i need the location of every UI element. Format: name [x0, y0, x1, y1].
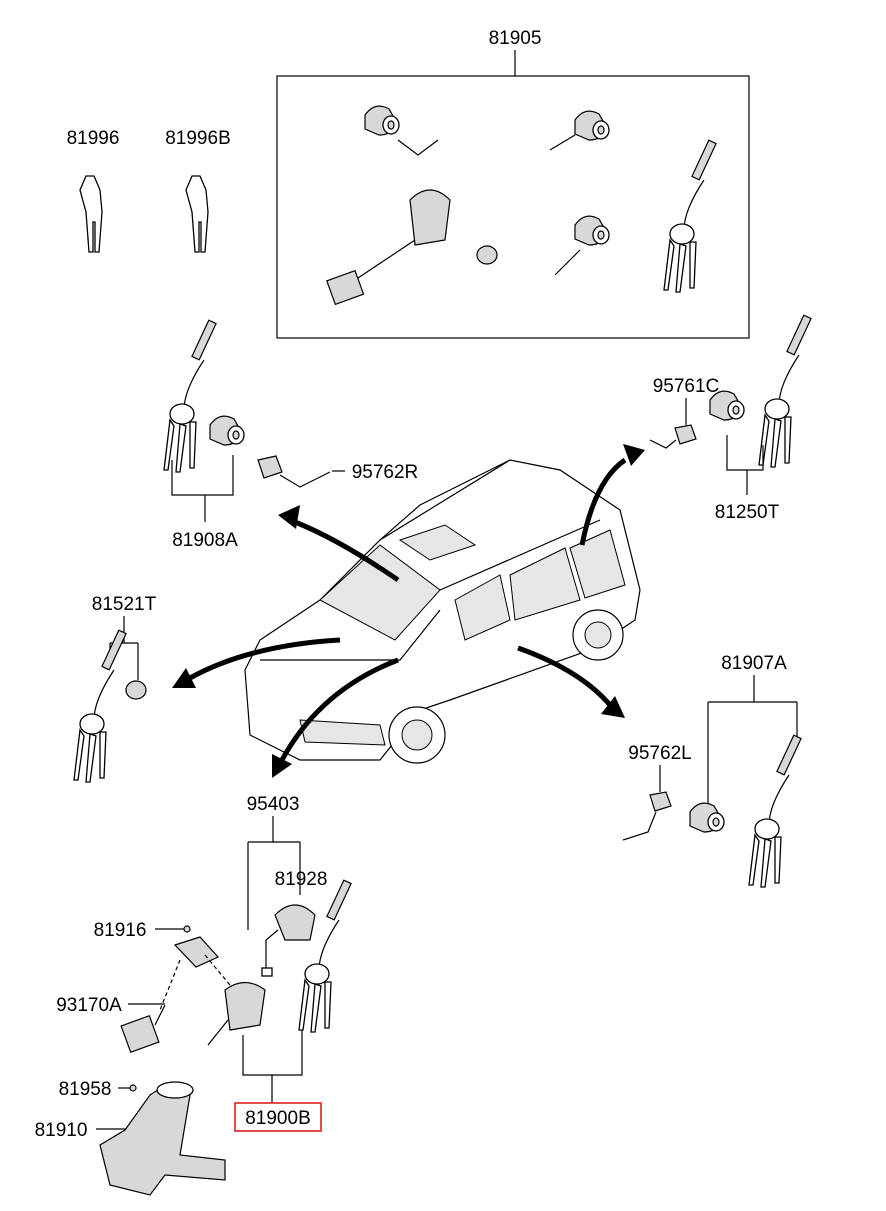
key-icon [79, 175, 103, 253]
key-set-icon [73, 629, 127, 783]
door-lock-cylinder-icon [209, 415, 245, 446]
steering-lock-body-icon [99, 1086, 226, 1196]
assembly-81900B: 95403 81928 81900B 81916 93170A 81958 81… [35, 794, 352, 1196]
part-label-81928[interactable]: 81928 [275, 869, 328, 890]
door-lock-cylinder-icon [574, 215, 610, 246]
key-set-icon [298, 879, 352, 1033]
part-label-81958[interactable]: 81958 [59, 1079, 112, 1100]
key-set-icon [758, 314, 812, 468]
part-label-81521T[interactable]: 81521T [92, 594, 157, 615]
assembly-81907A: 81907A 95762L [622, 653, 802, 888]
part-label-81996B[interactable]: 81996B [165, 128, 231, 149]
remote-key-icon [185, 175, 209, 253]
key-81996B: 81996B [165, 128, 231, 253]
location-arrows [172, 444, 645, 778]
assembly-81908A: 81908A 95762R [163, 319, 419, 551]
screw-icon [183, 925, 191, 933]
trunk-lock-cylinder-icon [574, 110, 610, 141]
door-lock-cylinder-icon [689, 802, 725, 833]
connector-icon [120, 1014, 160, 1054]
part-label-81908A[interactable]: 81908A [172, 530, 238, 551]
door-lock-cylinder-icon [709, 390, 745, 421]
part-label-95403[interactable]: 95403 [247, 794, 300, 815]
part-label-81905[interactable]: 81905 [489, 28, 542, 49]
part-label-81250T[interactable]: 81250T [715, 502, 780, 523]
ignition-lock-icon [409, 189, 451, 246]
part-label-93170A[interactable]: 93170A [56, 995, 122, 1016]
assembly-81250T: 95761C 81250T [649, 314, 812, 523]
kit-81905: 81905 [276, 28, 750, 339]
grommet-icon [476, 245, 498, 265]
key-set-icon [663, 139, 717, 293]
highlight-box [234, 1102, 322, 1132]
vehicle-illustration [244, 459, 641, 764]
grommet-icon [125, 680, 147, 700]
part-label-81916[interactable]: 81916 [94, 920, 147, 941]
part-label-81996[interactable]: 81996 [67, 128, 120, 149]
door-lock-cylinder-icon [364, 105, 400, 136]
part-label-81910[interactable]: 81910 [35, 1120, 88, 1141]
screw-icon [129, 1084, 137, 1092]
part-label-95761C[interactable]: 95761C [653, 376, 720, 397]
key-set-icon [748, 734, 802, 888]
part-label-95762L[interactable]: 95762L [628, 743, 691, 764]
assembly-81521T: 81521T [73, 594, 157, 783]
immobilizer-antenna-icon [274, 904, 316, 941]
key-set-icon [163, 319, 217, 473]
key-81996: 81996 [67, 128, 120, 253]
part-label-81907A[interactable]: 81907A [721, 653, 787, 674]
kit-box [276, 75, 750, 339]
part-label-81900B[interactable]: 81900B [245, 1108, 311, 1129]
part-label-95762R[interactable]: 95762R [352, 462, 419, 483]
ignition-lock-icon [224, 981, 266, 1031]
